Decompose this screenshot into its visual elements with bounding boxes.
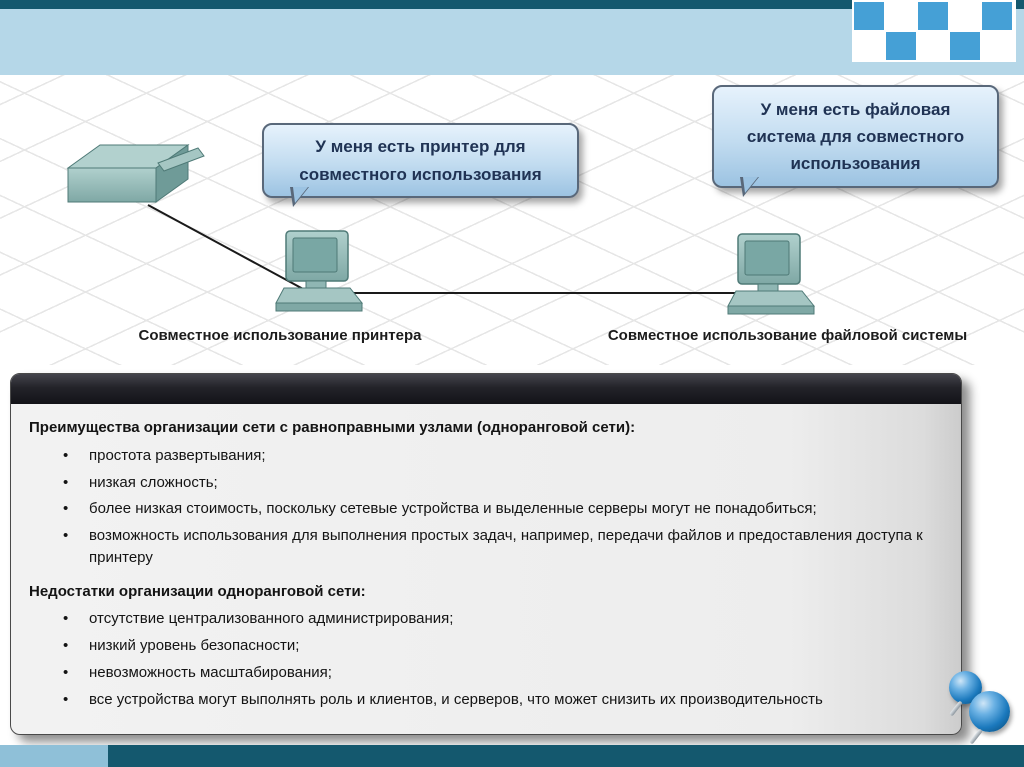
computer-screen: [292, 237, 338, 273]
checker-square: [886, 2, 916, 30]
bubble-text-line: У меня есть файловая: [760, 99, 951, 119]
pushpin-icon: [969, 691, 1010, 745]
checker-square: [918, 2, 948, 30]
speech-bubble-printer: У меня есть принтер для совместного испо…: [262, 123, 579, 207]
panel-header-bar: [11, 374, 961, 404]
disadvantage-item: низкий уровень безопасности;: [63, 635, 937, 657]
disadvantage-item: все устройства могут выполнять роль и кл…: [63, 689, 937, 711]
advantages-list: простота развертывания; низкая сложность…: [29, 445, 937, 569]
bubble-text-line: У меня есть принтер для: [315, 137, 526, 157]
top-accent-strip: [0, 0, 1024, 9]
speech-bubble-files: У меня есть файловая система для совмест…: [712, 85, 999, 197]
checker-logo: [852, 0, 1016, 62]
checker-square: [982, 2, 1012, 30]
footer-bar: [0, 745, 1024, 767]
disadvantages-title: Недостатки организации одноранговой сети…: [29, 582, 366, 600]
advantages-title: Преимущества организации сети с равнопра…: [29, 419, 636, 436]
disadvantage-item: отсутствие централизованного администрир…: [63, 608, 937, 630]
advantage-item: низкая сложность;: [63, 472, 937, 494]
advantage-item: возможность использования для выполнения…: [63, 525, 937, 569]
footer-accent: [0, 745, 108, 767]
checker-square: [950, 2, 980, 30]
checker-square: [982, 32, 1012, 60]
caption-printer-sharing: Совместное использование принтера: [138, 327, 422, 344]
disadvantages-list: отсутствие централизованного администрир…: [29, 608, 937, 710]
printer-connection-line: [147, 204, 306, 291]
advantage-item: простота развертывания;: [63, 445, 937, 467]
computer-screen: [744, 240, 790, 276]
caption-file-sharing: Совместное использование файловой систем…: [607, 327, 968, 344]
bubble-text-line: совместного использования: [299, 164, 542, 184]
bubble-text-line: система для совместного: [746, 126, 965, 146]
printer-icon: [66, 144, 205, 203]
checker-square: [854, 2, 884, 30]
disadvantage-item: невозможность масштабирования;: [63, 662, 937, 684]
diagram-scene: [66, 144, 816, 315]
panel-body: Преимущества организации сети с равнопра…: [11, 404, 961, 732]
bubble-text-line: использования: [790, 154, 921, 174]
checker-square: [886, 32, 916, 60]
printer-tray: [157, 147, 205, 172]
checker-square: [950, 32, 980, 60]
computer-icon-left: [275, 230, 364, 312]
network-diagram: У меня есть принтер для совместного испо…: [0, 75, 1024, 365]
pushpin-needle: [969, 728, 983, 745]
checker-square: [854, 32, 884, 60]
advantage-item: более низкая стоимость, поскольку сетевы…: [63, 498, 937, 520]
info-panel: Преимущества организации сети с равнопра…: [10, 373, 962, 735]
computer-icon-right: [727, 233, 816, 315]
checker-square: [918, 32, 948, 60]
